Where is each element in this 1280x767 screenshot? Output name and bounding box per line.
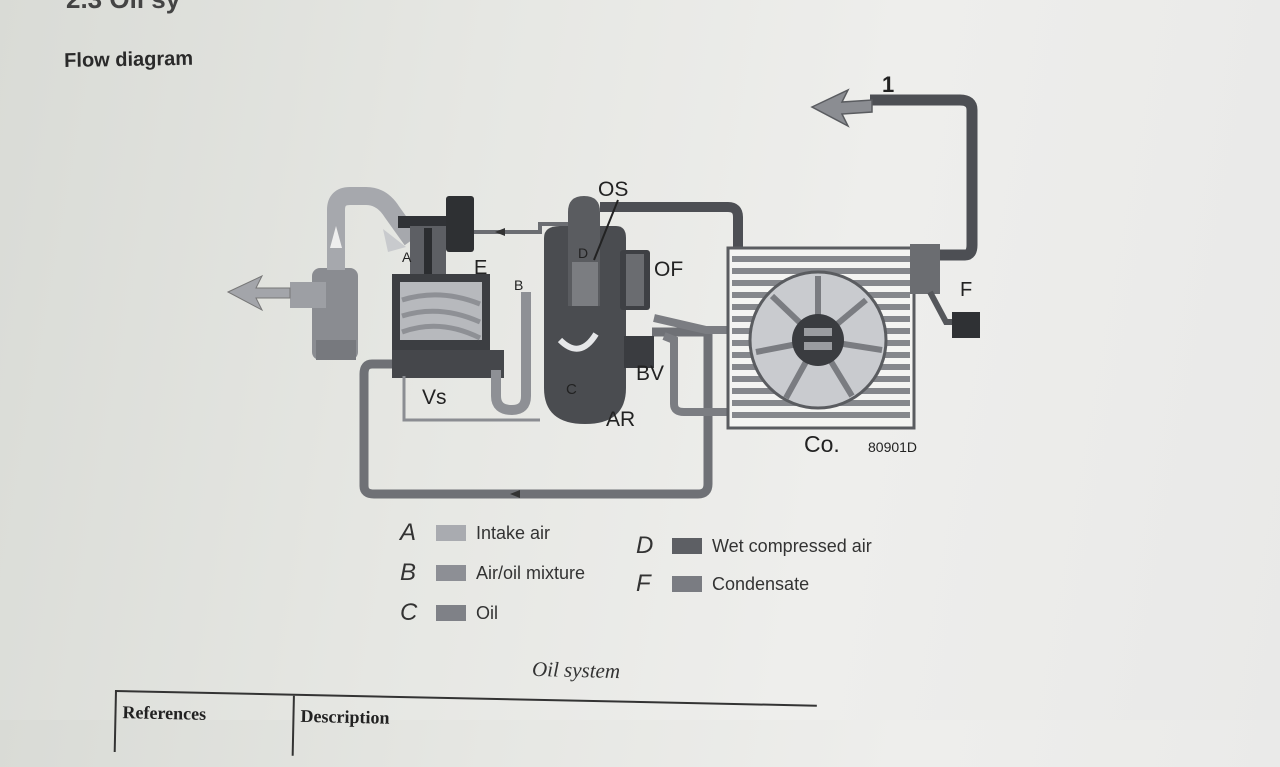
label-C: C — [566, 381, 577, 398]
oil-system-flow-diagram: 1 E A OS OF F B D C BV Vs AR Co. 80901D — [226, 72, 980, 499]
label-Vs: Vs — [422, 386, 447, 409]
table-divider — [291, 695, 295, 756]
oil-cooler-feed — [653, 314, 728, 334]
section-heading: 2.3 Oil sy — [66, 0, 180, 12]
label-Co: Co. — [804, 431, 840, 457]
table-header-references: References — [122, 702, 207, 724]
label-OS: OS — [598, 178, 628, 201]
label-AR: AR — [606, 408, 635, 431]
label-outlet: 1 — [882, 72, 894, 97]
intake-duct — [327, 187, 420, 270]
label-A: A — [402, 249, 412, 265]
discharge-pipe — [491, 292, 531, 416]
intake-filter — [290, 268, 358, 360]
oil-return-pipe — [359, 327, 713, 499]
references-table: References Description — [113, 690, 817, 767]
table-header-description: Description — [300, 705, 390, 728]
bypass-valve — [624, 336, 654, 368]
oil-injection-line — [402, 376, 540, 422]
label-F: F — [960, 279, 972, 301]
compressor-element — [392, 274, 504, 378]
figure-caption: Oil system — [531, 656, 621, 684]
label-OF: OF — [654, 258, 683, 281]
intake-arrow — [226, 274, 291, 312]
oil-filter — [620, 250, 650, 310]
unloader-valve — [398, 196, 474, 274]
label-code: 80901D — [868, 439, 917, 455]
outlet-pipe — [870, 94, 978, 261]
outlet-arrow — [810, 88, 873, 128]
label-BV: BV — [636, 362, 664, 385]
label-B: B — [514, 277, 523, 293]
cooling-fan-icon — [748, 270, 888, 410]
compressed-air-pipe — [600, 202, 743, 248]
label-E: E — [474, 257, 487, 279]
oil-separator-vessel — [544, 196, 626, 424]
oil-cooler-return — [662, 332, 728, 416]
label-D: D — [578, 245, 588, 261]
